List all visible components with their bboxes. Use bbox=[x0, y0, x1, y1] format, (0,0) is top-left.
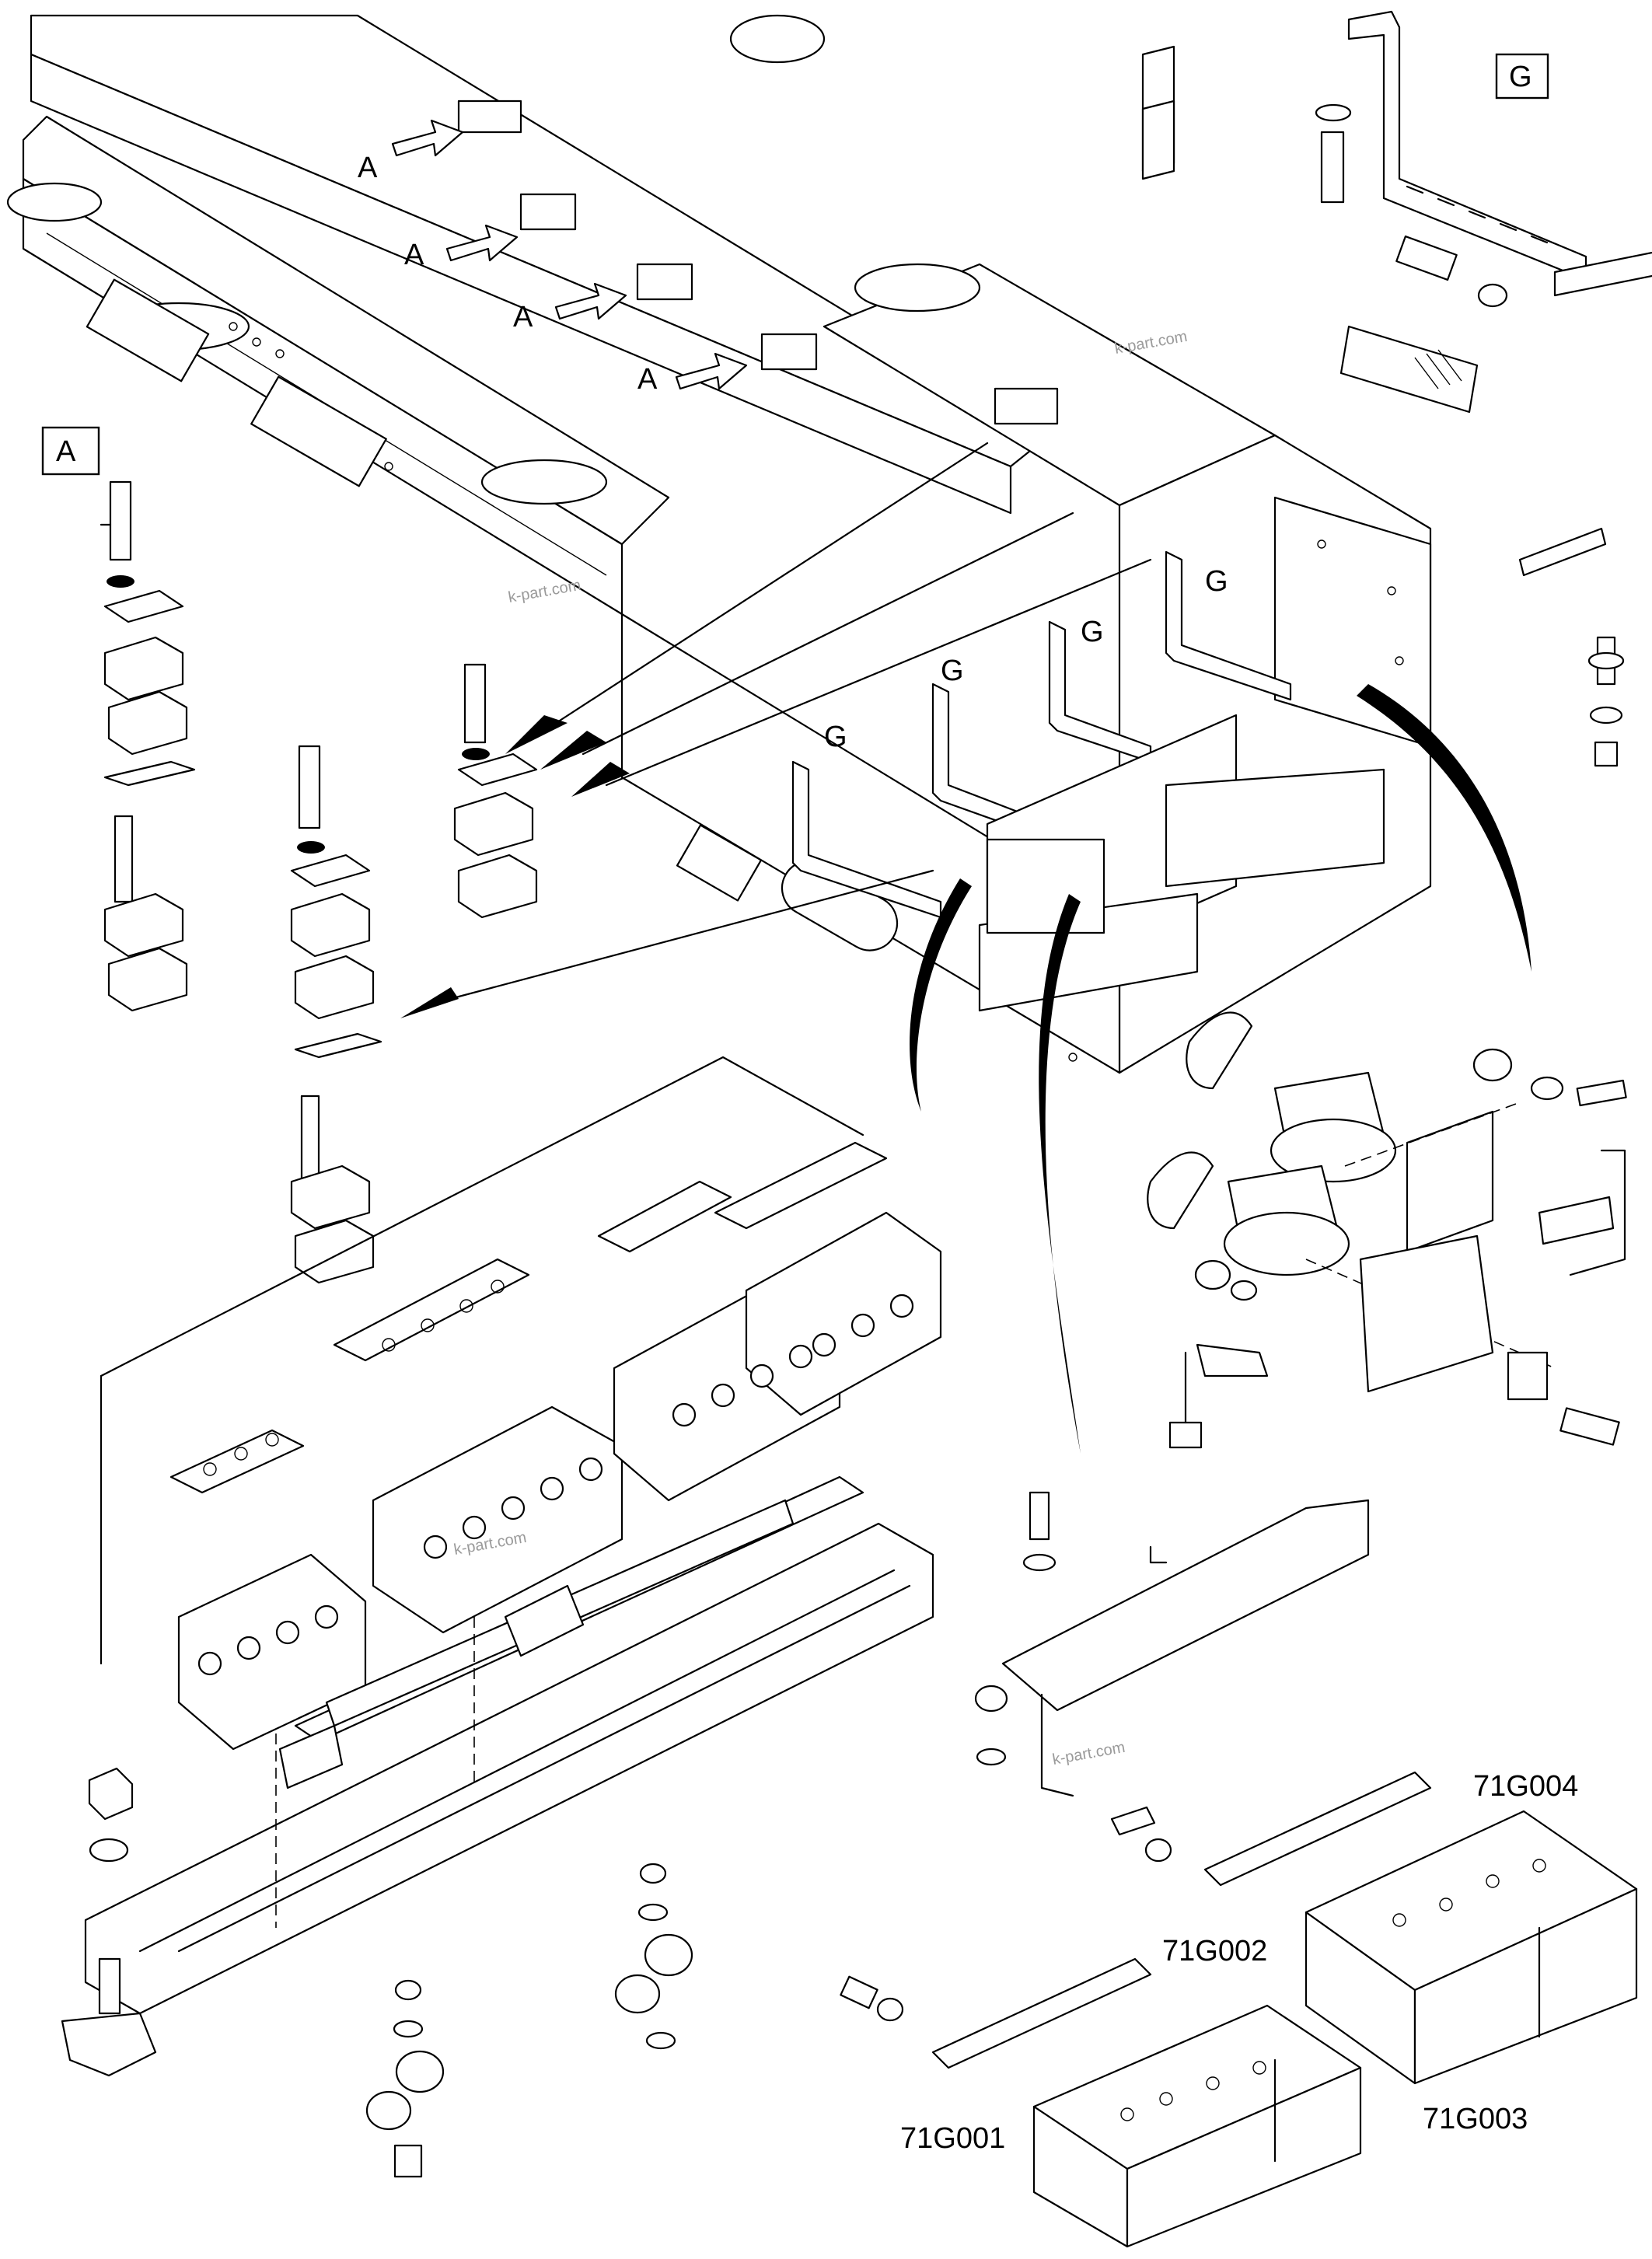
callout-g-1: G bbox=[1205, 565, 1228, 598]
detail-g-label: G bbox=[1509, 61, 1532, 93]
watermark-4: k-part.com bbox=[1051, 1739, 1126, 1768]
cable-clip-groups bbox=[365, 1863, 693, 2178]
battery-hold-downs bbox=[840, 1771, 1432, 2069]
battery-label-71g002: 71G002 bbox=[1162, 1935, 1267, 1967]
frame-cable-clamps bbox=[457, 100, 1059, 425]
din-rail-tray bbox=[84, 1475, 934, 2015]
terminal-blocks bbox=[100, 1056, 942, 1751]
battery-label-71g004: 71G004 bbox=[1473, 1770, 1578, 1803]
detail-a-label: A bbox=[56, 435, 76, 468]
battery-71g003-71g004 bbox=[1304, 1810, 1638, 2085]
g-bracket-detail bbox=[1141, 10, 1652, 577]
battery-label-71g003: 71G003 bbox=[1423, 2103, 1528, 2135]
clamp-stack-3 bbox=[453, 663, 538, 919]
relay-assembly bbox=[1147, 1011, 1627, 1449]
battery-label-71g001: 71G001 bbox=[900, 2122, 1005, 2155]
chassis-frame bbox=[6, 14, 1432, 1074]
pointer-arrows bbox=[400, 442, 1532, 1454]
callout-a-2: A bbox=[404, 239, 424, 271]
callout-g-4: G bbox=[824, 721, 847, 753]
battery-71g001-71g002 bbox=[1032, 2004, 1362, 2248]
battery-cover bbox=[974, 1491, 1370, 1863]
watermark-2: k-part.com bbox=[507, 577, 582, 606]
callout-a-1: A bbox=[358, 152, 378, 184]
callout-g-3: G bbox=[941, 655, 964, 687]
frame-batteries bbox=[978, 714, 1385, 1012]
callout-a-3: A bbox=[513, 301, 533, 333]
callout-g-2: G bbox=[1081, 616, 1104, 648]
detail-a-box bbox=[41, 426, 100, 476]
watermark-1: k-part.com bbox=[1113, 328, 1189, 358]
callout-arrows-a bbox=[391, 119, 748, 390]
right-fasteners bbox=[1587, 636, 1625, 767]
clamp-stack-1 bbox=[100, 480, 196, 1012]
tray-foot bbox=[61, 1767, 157, 2077]
detail-g-box bbox=[1495, 53, 1549, 100]
clamp-stack-2 bbox=[290, 745, 382, 1284]
callout-a-4: A bbox=[637, 363, 658, 396]
